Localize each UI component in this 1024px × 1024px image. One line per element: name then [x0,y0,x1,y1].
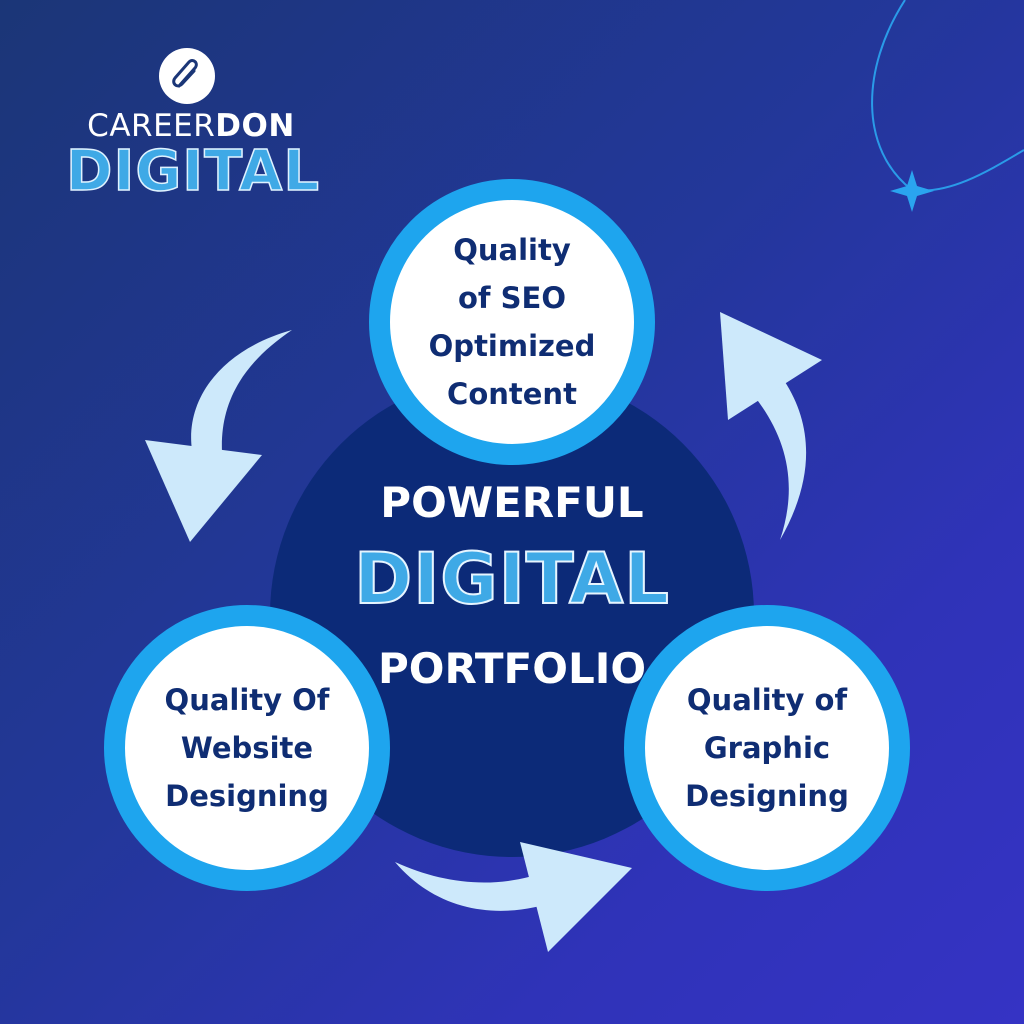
decorative-curve [871,0,1024,192]
careerdon-digital-logo: CAREERDON DIGITAL [65,48,320,204]
arrow-right [720,312,822,540]
sparkle-icon [890,170,934,212]
arrow-bottom [395,842,632,952]
paperclip-icon [159,48,215,104]
title-powerful: POWERFUL [380,478,644,527]
arrow-top-left [145,330,292,542]
logo-digital: DIGITAL [65,139,320,204]
title-digital: DIGITAL [353,537,670,621]
logo-careerdon: CAREERDON [87,108,295,144]
title-portfolio: PORTFOLIO [377,644,647,693]
